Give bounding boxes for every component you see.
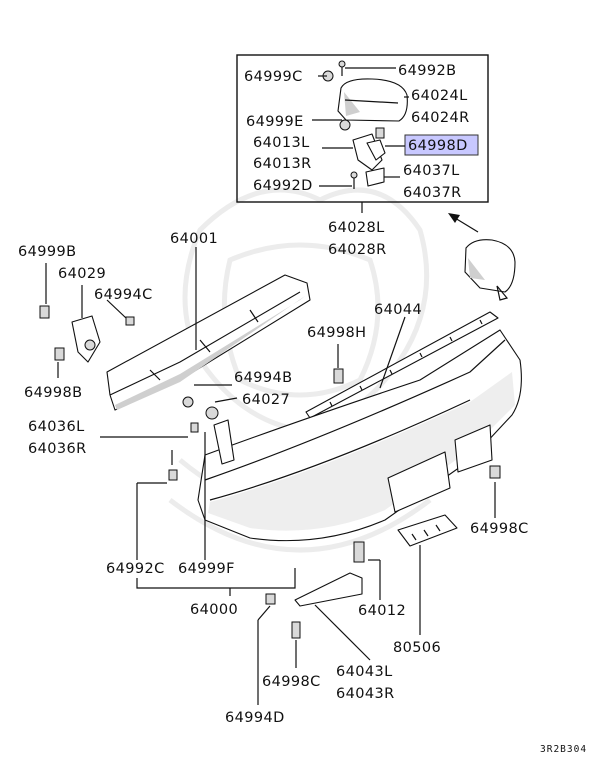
label-64037L: 64037L [403,163,460,179]
label-64024R: 64024R [411,110,470,126]
bolt-64998D [375,127,385,139]
label-64029: 64029 [58,266,106,282]
fastener-64994D [265,593,276,605]
label-64992C: 64992C [106,561,165,577]
label-64027: 64027 [242,392,290,408]
fastener-64012 [353,541,365,563]
label-64998C-right: 64998C [470,521,529,537]
plate-bracket-80506 [397,514,458,547]
reference-code: 3R2B304 [540,744,587,755]
label-64998H: 64998H [307,325,366,341]
label-64028L: 64028L [328,220,385,236]
label-64028R: 64028R [328,242,387,258]
label-64012: 64012 [358,603,406,619]
label-64036L: 64036L [28,419,85,435]
label-64044: 64044 [374,302,422,318]
fastener-64999F [190,422,199,433]
label-64024L: 64024L [411,88,468,104]
label-64998B: 64998B [24,385,82,401]
label-64994C: 64994C [94,287,153,303]
bumper-cover-64000 [197,329,522,542]
label-64999C: 64999C [244,69,303,85]
label-64036R: 64036R [28,441,87,457]
tail-lamp [464,239,516,301]
arrow-to-inset [448,213,479,233]
label-64043R: 64043R [336,686,395,702]
highlight-64998D [404,134,479,156]
inset-box: 64999C 64992B 64024L 64024R 64999E 64013… [236,54,489,203]
fastener-64998B [54,347,65,361]
label-64998D: 64998D [408,138,468,154]
lamp-housing-inset [337,78,408,122]
fastener-64998C-right [489,465,501,479]
label-64000: 64000 [190,602,238,618]
reinforcement-64001 [106,274,311,411]
label-64998C-bottom: 64998C [262,674,321,690]
fastener-64994C [125,316,135,326]
bracket-64013 [352,133,386,171]
support-64043 [294,572,363,607]
label-64994B: 64994B [234,370,292,386]
screw-64992B [338,60,346,76]
label-64037R: 64037R [403,185,462,201]
bracket-64036 [213,419,235,465]
clip-64999E [339,119,351,131]
label-64992B: 64992B [398,63,456,79]
label-64001: 64001 [170,231,218,247]
label-64992D: 64992D [253,178,313,194]
fastener-64998C-bottom [291,621,301,639]
screw-64992D [350,171,358,189]
label-64994D: 64994D [225,710,285,726]
bracket-64029 [71,315,101,363]
label-64999B: 64999B [18,244,76,260]
fastener-64998H [333,368,344,384]
fastener-64027 [205,406,219,420]
retainer-rail-64044 [305,311,499,419]
label-64043L: 64043L [336,664,393,680]
label-64999F: 64999F [178,561,235,577]
fastener-64992C [168,469,178,481]
fastener-64999B [39,305,50,319]
fastener-64994B [182,396,194,408]
label-64013L: 64013L [253,135,310,151]
label-64013R: 64013R [253,156,312,172]
label-80506: 80506 [393,640,441,656]
label-64999E: 64999E [246,114,304,130]
bracket-64037 [365,167,385,187]
